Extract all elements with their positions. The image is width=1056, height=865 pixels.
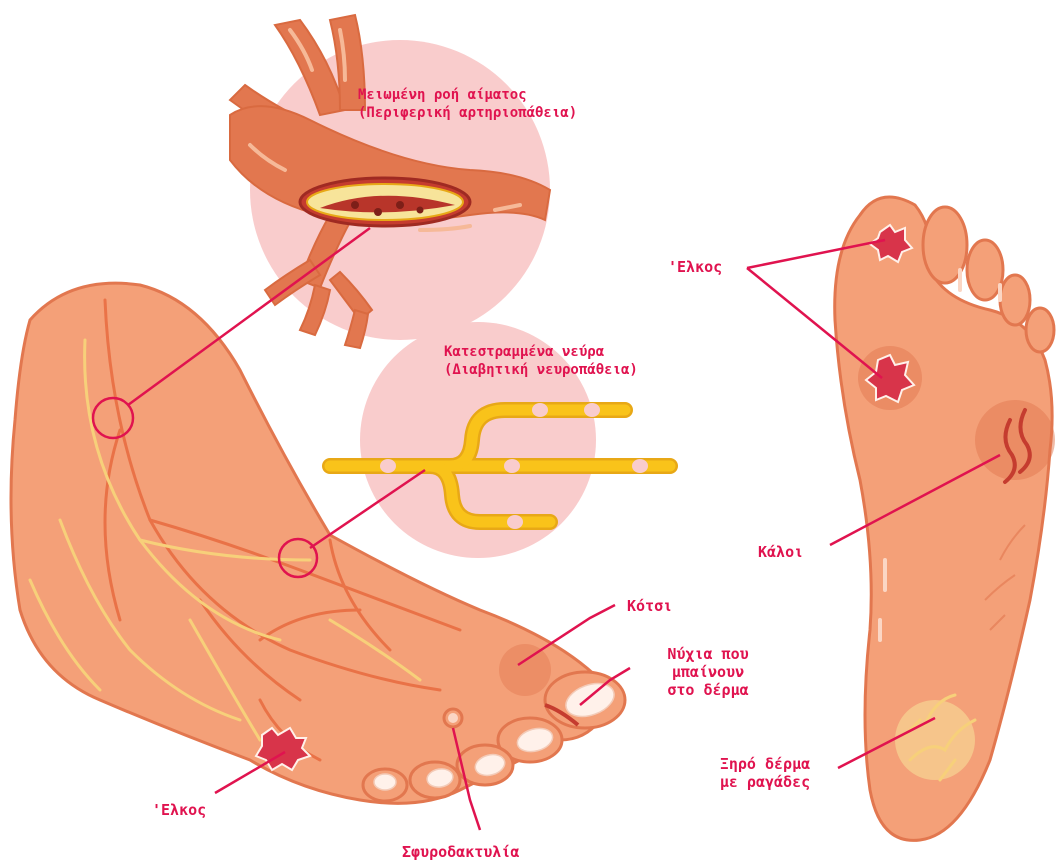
label-damaged-nerves: Κατεστραμμένα νεύρα (Διαβητική νευροπάθε…	[444, 343, 638, 379]
label-bunion: Κότσι	[627, 597, 672, 615]
label-ingrown-nails: Νύχια που μπαίνουν στο δέρμα	[638, 645, 778, 699]
label-dry-cracked-skin: Ξηρό δέρμα με ραγάδες	[690, 755, 840, 791]
label-ulcer-side: 'Ελκος	[152, 801, 206, 819]
label-calluses: Κάλοι	[758, 543, 803, 561]
label-ulcer-sole: 'Ελκος	[668, 258, 722, 276]
label-reduced-blood-flow: Μειωμένη ροή αίματος (Περιφερική αρτηριο…	[358, 86, 577, 122]
foot-sole-illustration	[835, 197, 1055, 840]
label-hammertoe: Σφυροδακτυλία	[402, 843, 519, 861]
